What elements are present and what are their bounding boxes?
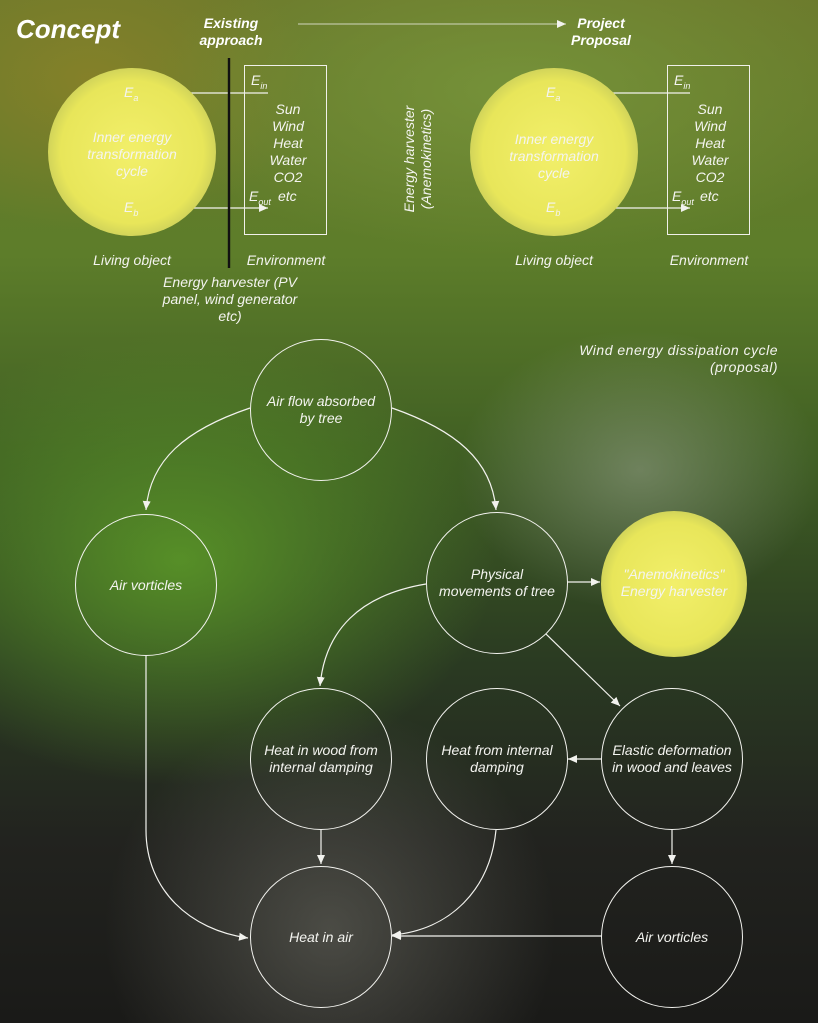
left-eb-label: Eb (124, 199, 139, 218)
node-air-vorticles-left: Air vorticles (75, 514, 217, 656)
right-cycle-label: Inner energy transformation cycle (509, 131, 599, 181)
right-environment-box (667, 65, 750, 235)
left-environment-list: Sun Wind Heat Water CO2 (269, 101, 307, 185)
node-elastic-deformation: Elastic deformation in wood and leaves (601, 688, 743, 830)
arrow-airflow-to-movements (391, 407, 500, 511)
node-physical-movements: Physical movements of tree (426, 512, 568, 654)
left-eout-label: Eout (249, 188, 271, 207)
node-heat-wood: Heat in wood from internal damping (250, 688, 392, 830)
anemokinetics-harvester-label: Energy harvester (Anemokinetics) (401, 105, 434, 213)
project-proposal-heading: Project Proposal (571, 15, 631, 48)
right-eb-label: Eb (546, 199, 561, 218)
node-heat-in-air: Heat in air (250, 866, 392, 1008)
left-environment-box (244, 65, 327, 235)
arrow-movements-to-elastic (545, 633, 621, 707)
arrow-heat-internal-to-heat-air (391, 829, 497, 939)
page-title: Concept (16, 14, 120, 44)
pv-harvester-label: Energy harvester (PV panel, wind generat… (162, 274, 298, 324)
node-air-vorticles-right: Air vorticles (601, 866, 743, 1008)
arrow-vorticles-to-heat-air (145, 656, 249, 941)
node-heat-internal: Heat from internal damping (426, 688, 568, 830)
left-living-object-glow (48, 68, 216, 236)
arrow-airflow-to-vorticles (142, 407, 251, 511)
node-air-flow: Air flow absorbed by tree (250, 339, 392, 481)
existing-approach-heading: Existing approach (199, 15, 263, 48)
node-anemokinetics: "Anemokinetics" Energy harvester (620, 566, 728, 599)
left-ein-label: Ein (251, 72, 268, 91)
left-living-object-label: Living object (93, 252, 171, 268)
arrow-movements-to-heat-wood (316, 583, 427, 687)
right-eout-label: Eout (672, 188, 694, 207)
dissipation-cycle-title: Wind energy dissipation cycle (proposal) (579, 342, 778, 375)
right-living-object-glow (470, 68, 638, 236)
left-cycle-label: Inner energy transformation cycle (87, 129, 177, 179)
right-ea-label: Ea (546, 84, 561, 103)
right-environment-list: Sun Wind Heat Water CO2 (691, 101, 729, 185)
left-environment-label: Environment (246, 252, 326, 268)
right-env-etc: etc (700, 188, 719, 204)
right-environment-label: Environment (669, 252, 749, 268)
right-living-object-label: Living object (515, 252, 593, 268)
right-ein-label: Ein (674, 72, 691, 91)
left-env-etc: etc (278, 188, 297, 204)
left-ea-label: Ea (124, 84, 139, 103)
anemokinetics-harvester-glow (601, 511, 747, 657)
